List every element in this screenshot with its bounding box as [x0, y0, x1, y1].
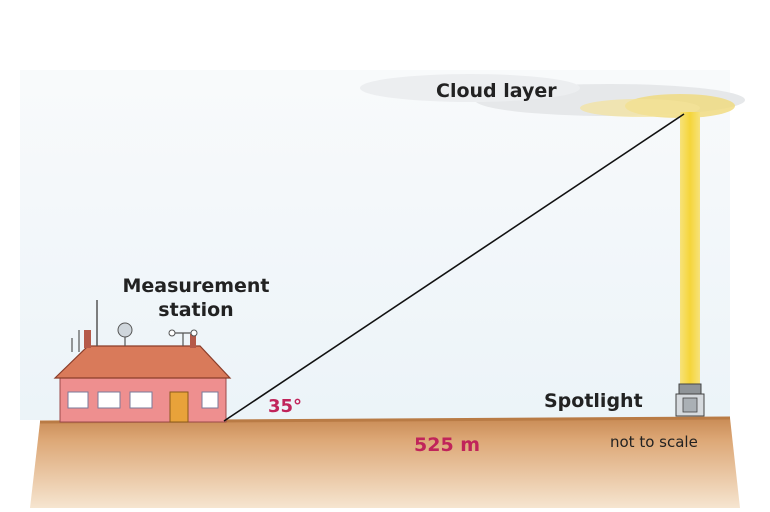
station-label-line2: station: [158, 299, 234, 321]
spotlight-device: [675, 383, 705, 417]
distance-label: 525 m: [414, 434, 481, 456]
station-label-line1: Measurement: [122, 275, 270, 297]
measurement-station-label: Measurement station: [112, 274, 280, 322]
cloud-layer: [360, 74, 745, 118]
line-of-sight: [223, 113, 685, 422]
spotlight-beam: [680, 112, 700, 394]
cloud-layer-label: Cloud layer: [436, 80, 557, 102]
measurement-station-house: [53, 300, 232, 423]
angle-label: 35°: [268, 396, 303, 417]
ground: [30, 418, 740, 508]
spotlight-label: Spotlight: [544, 390, 643, 412]
scale-note: not to scale: [610, 433, 698, 451]
